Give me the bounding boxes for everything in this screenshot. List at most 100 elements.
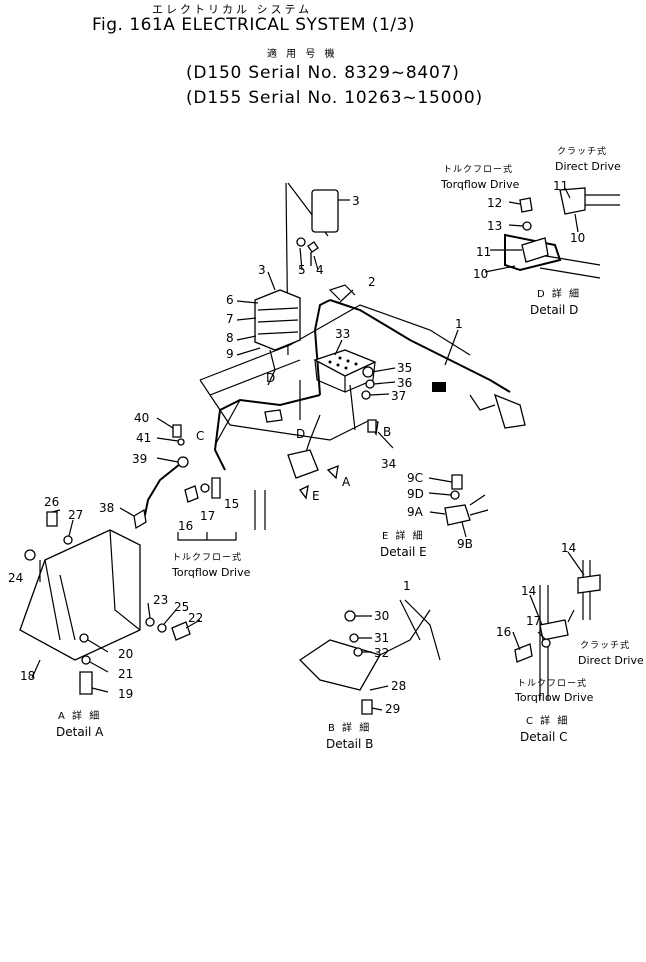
part-23: 23 — [153, 593, 169, 607]
marker-c: C — [196, 429, 205, 443]
part-33: 33 — [335, 327, 351, 341]
part-17: 17 — [200, 509, 216, 523]
part-9: 9 — [226, 347, 234, 361]
detail-e-jp: E 詳 細 — [382, 531, 425, 542]
part-40: 40 — [134, 411, 150, 425]
detail-c-washer-17 — [541, 638, 551, 648]
detail-c-clamp-14 — [539, 619, 569, 641]
bolt-16 — [184, 485, 199, 503]
torqflow-jp-d: トルクフロー式 — [443, 165, 514, 175]
detail-c-clamp-direct — [577, 574, 601, 594]
detail-e-wires — [469, 494, 489, 516]
detail-d-shaft — [539, 254, 601, 279]
part-25: 25 — [174, 600, 190, 614]
detail-e-washer-9d — [450, 490, 460, 500]
part-29: 29 — [385, 702, 401, 716]
torqflow-bracket-line — [177, 532, 237, 541]
washer-41 — [177, 438, 185, 446]
detail-d-jp: D 詳 細 — [537, 289, 582, 300]
bolt-40 — [172, 424, 182, 438]
detail-e-bolt-9c — [451, 474, 463, 490]
cable-bundle — [213, 394, 321, 471]
washer-17 — [200, 483, 210, 493]
detail-d-clip-direct — [559, 187, 586, 215]
relay-block-detail — [257, 307, 299, 335]
part-11b: 11 — [476, 245, 492, 259]
marker-a: A — [342, 475, 351, 489]
leaders-harness — [334, 329, 459, 396]
part-30: 30 — [374, 609, 390, 623]
leaders-detail-e — [428, 477, 467, 538]
part-5: 5 — [298, 263, 306, 277]
detail-e-caption: Detail E — [380, 545, 427, 559]
clamp-15 — [211, 477, 221, 499]
marker-d-2: D — [296, 427, 306, 441]
detail-c-caption: Detail C — [520, 730, 568, 744]
part-3b: 3 — [258, 263, 266, 277]
torqflow-main: Torqflow Drive — [172, 566, 251, 579]
direct-drive-c: Direct Drive — [578, 654, 644, 667]
ground-terminal — [133, 508, 147, 530]
detail-b-washer-31 — [349, 633, 359, 643]
part-15: 15 — [224, 497, 240, 511]
part-14b: 14 — [521, 584, 537, 598]
detail-e-clamp-9a — [444, 504, 471, 526]
arrow-a — [326, 464, 339, 480]
bolt — [307, 241, 319, 266]
arrow-e — [299, 484, 309, 500]
relay-box — [311, 189, 339, 233]
torqflow-jp-main: トルクフロー式 — [172, 553, 243, 563]
detail-d-clamp-11 — [521, 237, 549, 263]
detail-b-jp: B 詳 細 — [328, 723, 372, 734]
part-41: 41 — [136, 431, 152, 445]
part-16b: 16 — [496, 625, 512, 639]
detail-a-nut-21 — [81, 655, 91, 665]
applicable-models-label: 適 用 号 機 — [267, 49, 338, 60]
detail-d-washer-13 — [522, 221, 532, 231]
torqflow-d: Torqflow Drive — [441, 178, 520, 191]
part-4: 4 — [316, 263, 324, 277]
detail-c-bolt-16 — [514, 643, 533, 663]
marker-d: D — [266, 371, 276, 385]
marker-b: B — [383, 425, 392, 439]
part-9a: 9A — [407, 505, 423, 519]
frame-top — [199, 304, 471, 381]
part-3: 3 — [352, 194, 360, 208]
cable-branch — [214, 399, 241, 446]
part-12: 12 — [487, 196, 503, 210]
detail-b-nut-30 — [344, 610, 356, 622]
washer — [296, 237, 306, 247]
detail-a-washer-27 — [63, 535, 73, 545]
part-8: 8 — [226, 331, 234, 345]
direct-jp-c: クラッチ式 — [580, 641, 631, 651]
detail-a-washer-20 — [79, 633, 89, 643]
part-7: 7 — [226, 312, 234, 326]
harness-clip — [328, 284, 356, 301]
detail-a-washer-25 — [157, 623, 167, 633]
part-39: 39 — [132, 452, 148, 466]
harness-1 — [329, 299, 511, 393]
detail-b-washer-32 — [353, 647, 363, 657]
part-20: 20 — [118, 647, 134, 661]
detail-b-bracket — [298, 639, 381, 691]
relay-wire — [267, 349, 276, 386]
leaders-relay — [236, 271, 276, 356]
frame-edge — [199, 359, 301, 396]
part-28: 28 — [391, 679, 407, 693]
detail-a-jp: A 詳 細 — [58, 711, 102, 722]
serial-range-d155: (D155 Serial No. 10263~15000) — [186, 88, 483, 108]
torqflow-c: Torqflow Drive — [515, 691, 594, 704]
page-title: Fig. 161A ELECTRICAL SYSTEM (1/3) — [92, 15, 416, 35]
detail-a-bolt-26 — [46, 511, 58, 527]
part-2: 2 — [368, 275, 376, 289]
harness-end-connector — [493, 393, 526, 429]
small-connector — [264, 409, 283, 423]
frame-rib — [299, 380, 356, 431]
part-9b: 9B — [457, 537, 473, 551]
part-6: 6 — [226, 293, 234, 307]
part-19: 19 — [118, 687, 134, 701]
harness-connector — [432, 382, 446, 392]
part-38: 38 — [99, 501, 115, 515]
part-24: 24 — [8, 571, 24, 585]
